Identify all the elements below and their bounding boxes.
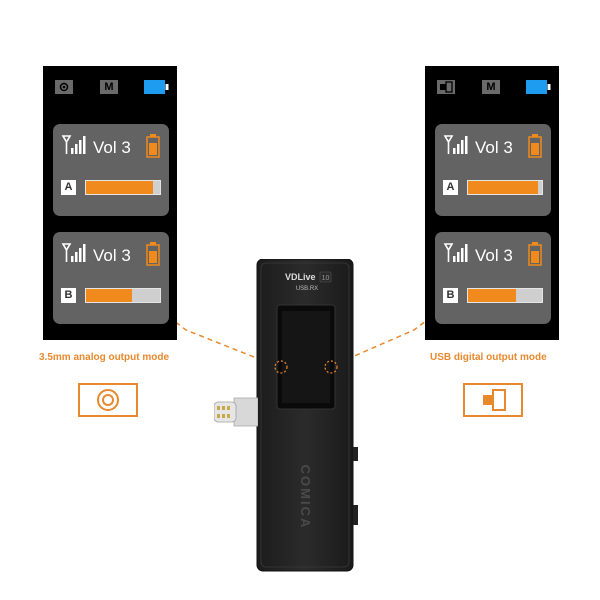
channel-label: A: [61, 180, 76, 195]
volume-text: Vol 3: [475, 246, 513, 265]
level-meter: [467, 180, 543, 195]
battery-icon: [526, 80, 551, 94]
battery-level-icon: [528, 134, 542, 158]
battery-level-icon: [146, 134, 160, 158]
mic-mode-icon: M: [100, 80, 118, 94]
analog-mode-button[interactable]: [78, 383, 138, 417]
right-display-screen: M Vol 3 A Vo: [425, 66, 559, 340]
level-meter: [467, 288, 543, 303]
battery-icon: [144, 80, 169, 94]
level-meter-fill: [86, 181, 153, 194]
signal-strength-icon: [443, 135, 468, 154]
level-meter: [85, 288, 161, 303]
analog-output-icon: [55, 80, 73, 94]
volume-text: Vol 3: [93, 138, 131, 157]
channel-label: A: [443, 180, 458, 195]
mic-mode-icon: M: [482, 80, 500, 94]
status-bar: M: [425, 80, 559, 96]
usb-output-icon: [483, 389, 506, 411]
usb-mode-button[interactable]: [463, 383, 523, 417]
level-meter-fill: [86, 289, 132, 302]
channel-panel-a: Vol 3 A: [53, 124, 169, 216]
usb-mode-caption: USB digital output mode: [430, 352, 547, 363]
channel-label: B: [443, 288, 458, 303]
device-model: VDLive: [285, 272, 316, 282]
level-meter: [85, 180, 161, 195]
level-meter-fill: [468, 181, 539, 194]
channel-panel-a: Vol 3 A: [435, 124, 551, 216]
channel-label: B: [61, 288, 76, 303]
battery-level-icon: [146, 242, 160, 266]
device-brand: COMICA: [298, 465, 313, 530]
status-bar: M: [43, 80, 177, 96]
lightning-connector: [214, 397, 258, 427]
analog-output-icon: [97, 389, 119, 411]
signal-strength-icon: [443, 243, 468, 262]
signal-strength-icon: [61, 135, 86, 154]
volume-text: Vol 3: [475, 138, 513, 157]
left-display-screen: M Vol 3 A Vo: [43, 66, 177, 340]
device-model-suffix: 10: [322, 275, 330, 282]
channel-panel-b: Vol 3 B: [435, 232, 551, 324]
signal-strength-icon: [61, 243, 86, 262]
usb-output-icon: [437, 80, 455, 94]
device-submodel: USB.RX: [296, 286, 318, 292]
receiver-device: COMICA VDLive 10 USB.RX: [256, 259, 358, 572]
channel-panel-b: Vol 3 B: [53, 232, 169, 324]
battery-level-icon: [528, 242, 542, 266]
analog-mode-caption: 3.5mm analog output mode: [39, 352, 170, 363]
volume-text: Vol 3: [93, 246, 131, 265]
level-meter-fill: [468, 289, 517, 302]
